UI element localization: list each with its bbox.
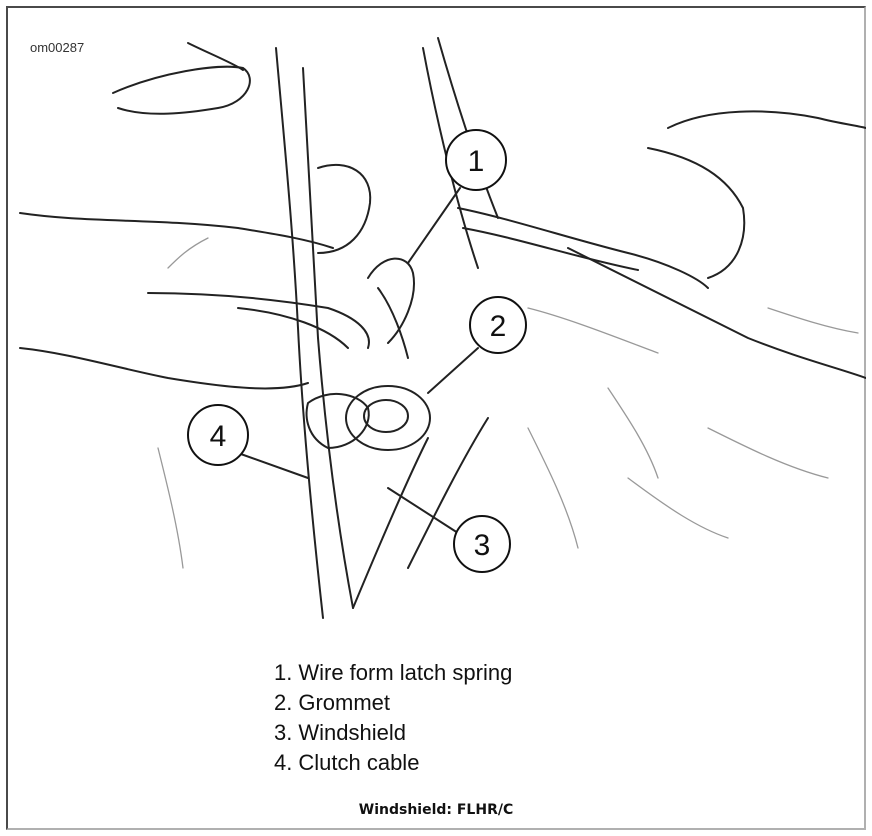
clutch-cable-left [276,48,323,618]
line-drawing-illustration: 1 2 3 4 [8,8,866,638]
grommet-inner [364,400,408,432]
callout-label-2: 2 [490,310,507,343]
callout-label-4: 4 [210,420,227,453]
hand-lower-finger-2 [238,308,348,348]
figure-caption: Windshield: FLHR/C [0,802,872,818]
callout-label-1: 1 [468,145,485,178]
grommet-shape [346,386,430,450]
windshield-lower [353,438,428,608]
hand-thumb [318,165,370,253]
hand-lower-finger [148,293,369,348]
fairing-strap [458,208,708,288]
latch-spring-loop [368,259,414,343]
leader-line-2 [428,348,478,393]
legend-item-text: Windshield [298,718,406,748]
fairing-curve [648,148,744,278]
fairing-top [668,111,866,128]
grommet-base [307,394,369,448]
windshield-edge-2 [438,38,498,218]
legend-item-text: Clutch cable [298,748,419,778]
hand-upper-finger [113,67,250,114]
hand-lower [20,348,308,388]
legend-item: 3. Windshield [274,718,512,748]
legend-item-text: Wire form latch spring [298,658,512,688]
clutch-cable-right [303,68,353,608]
leader-line-3 [388,488,458,533]
art-reference-code: om00287 [30,40,84,55]
leader-line-1 [408,188,460,263]
fairing-lower [568,248,866,378]
legend-item-number: 3. [274,718,292,748]
hand-middle [20,213,333,248]
legend-item: 1. Wire form latch spring [274,658,512,688]
legend-item-number: 2. [274,688,292,718]
legend-item: 4. Clutch cable [274,748,512,778]
legend-item-number: 1. [274,658,292,688]
callout-label-3: 3 [474,529,491,562]
illustration-svg: 1 2 3 4 [8,8,866,638]
leader-line-4 [238,453,308,478]
hand-upper-finger-2 [188,43,243,70]
legend-item: 2. Grommet [274,688,512,718]
legend-item-text: Grommet [298,688,390,718]
legend-list: 1. Wire form latch spring 2. Grommet 3. … [274,658,512,778]
legend-item-number: 4. [274,748,292,778]
